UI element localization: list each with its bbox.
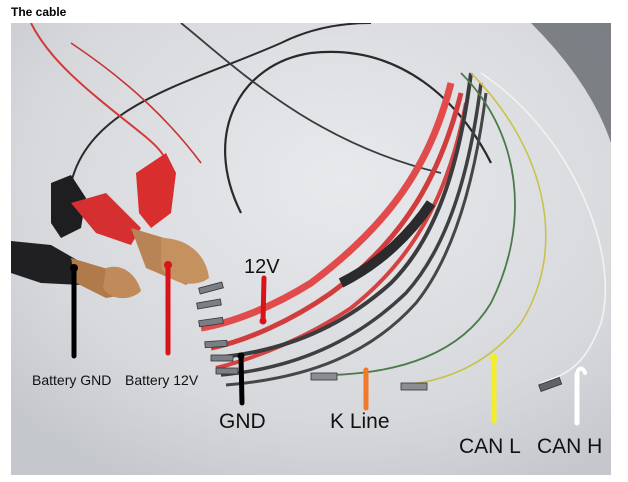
v12-marker: [260, 275, 267, 324]
red-wire-mid: [70, 42, 202, 164]
dark-corner: [531, 23, 611, 143]
k-line-label: K Line: [330, 410, 390, 433]
gnd-marker: [238, 353, 245, 406]
cable-photo: Battery GND Battery 12V 12V GND K Line C…: [11, 23, 611, 475]
page-heading: The cable: [11, 5, 67, 19]
can-h-label: CAN H: [537, 435, 602, 458]
can-l-label: CAN L: [459, 435, 521, 458]
black-alligator-clip: [11, 175, 141, 299]
black-wire-long: [70, 23, 372, 184]
white-wire: [480, 72, 607, 384]
pin-terminals: [196, 281, 563, 393]
battery-12v-label: Battery 12V: [125, 372, 199, 388]
red-alligator-clip: [71, 153, 209, 285]
black-wire-back: [180, 23, 442, 174]
battery-gnd-label: Battery GND: [32, 372, 111, 388]
cable-bundle: [200, 72, 488, 387]
gnd-label: GND: [219, 410, 266, 433]
black-wire-loop: [224, 50, 492, 214]
v12-label: 12V: [244, 256, 280, 278]
red-wire-top: [30, 23, 164, 156]
yellow-wire: [400, 72, 547, 386]
green-wire: [330, 72, 516, 376]
photo-background: [11, 23, 611, 475]
